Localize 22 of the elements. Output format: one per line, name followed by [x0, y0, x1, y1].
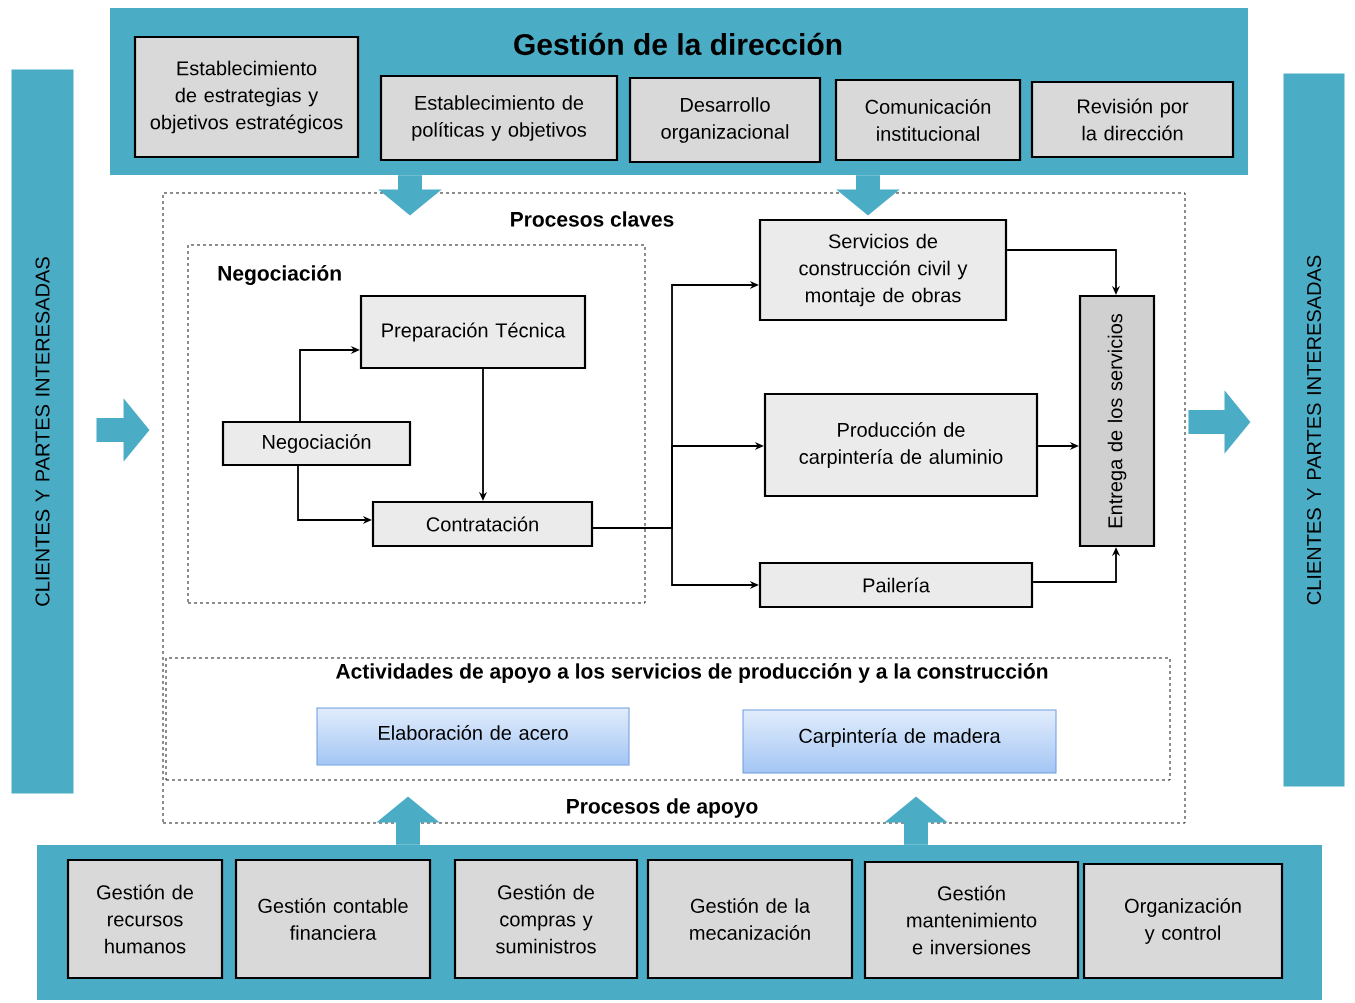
process-box: Gestión de la mecanización: [646, 858, 854, 980]
process-box: Desarrollo organizacional: [628, 76, 822, 164]
process-box: Contratación: [371, 500, 594, 548]
process-box: Revisión por la dirección: [1030, 80, 1235, 159]
process-box: Gestión de compras y suministros: [453, 858, 639, 980]
side-band: CLIENTES Y PARTES INTERESADAS: [8, 66, 77, 797]
activity-box: Carpintería de madera: [742, 709, 1057, 774]
process-box: Preparación Técnica: [359, 294, 587, 370]
process-box: Entrega de los servicios: [1078, 294, 1156, 548]
process-box: Gestión mantenimiento e inversiones: [863, 860, 1080, 980]
process-box: Gestión de recursos humanos: [66, 858, 224, 980]
process-box: Establecimiento de estrategias y objetivos estratégicos: [133, 35, 360, 159]
process-box: Producción de carpintería de aluminio: [763, 392, 1039, 498]
side-band: CLIENTES Y PARTES INTERESADAS: [1280, 70, 1348, 790]
process-box: Organización y control: [1082, 862, 1284, 980]
process-box: Comunicación institucional: [834, 78, 1022, 162]
activity-box: Elaboración de acero: [316, 707, 630, 766]
process-box: Establecimiento de políticas y objetivos: [379, 74, 619, 162]
process-box: Pailería: [758, 561, 1034, 609]
process-box: Negociación: [221, 420, 412, 467]
process-box: Servicios de construcción civil y montaje de obras: [758, 218, 1008, 322]
process-box: Gestión contable financiera: [234, 858, 432, 980]
